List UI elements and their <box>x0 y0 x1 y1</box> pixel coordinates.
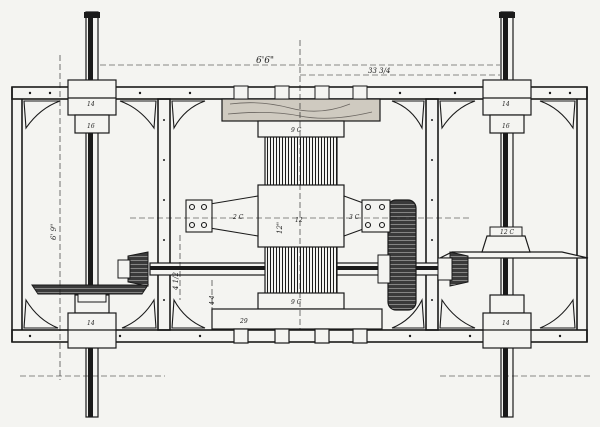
left-arm <box>185 195 259 237</box>
right-bottom-bearing <box>482 294 532 349</box>
left-bevel-pinion <box>117 251 149 287</box>
dimension-lines <box>20 40 590 380</box>
dim-vertical-left: 6' 9" <box>50 224 58 240</box>
frame-rivets <box>28 91 572 338</box>
label-center-base: 9 C <box>291 299 302 306</box>
right-bevel-pinion <box>437 251 469 287</box>
dim-shaft-offset: 4 1/2 <box>172 272 180 291</box>
label-right-bottom-bearing: 14 <box>502 320 510 327</box>
dim-foot-label: 29 <box>239 318 248 325</box>
left-vertical-shaft <box>84 11 100 418</box>
left-bevel-disc <box>31 284 149 303</box>
right-vertical-shaft <box>499 11 515 418</box>
column-cap <box>257 120 345 138</box>
dim-half-width: 33 3/4 <box>368 67 390 75</box>
wood-beam <box>221 85 381 122</box>
label-right-top-bearing-b: 16 <box>502 123 510 130</box>
label-left-bottom-bearing: 14 <box>87 320 95 327</box>
label-arm-right: 3 C <box>349 214 360 221</box>
right-bevel-disc <box>439 226 589 259</box>
dim-small-arm: 4 4 <box>209 295 216 306</box>
label-right-bevel-hub: 12 C <box>500 229 515 236</box>
right-top-bearing <box>482 79 532 134</box>
dim-column-height: 12" <box>276 222 284 234</box>
label-left-top-bearing-b: 16 <box>87 123 95 130</box>
dim-overall-width: 6'6" <box>256 56 274 66</box>
label-center-cap: 9 C <box>291 127 302 134</box>
label-arm-left: 2 C <box>232 214 244 221</box>
label-right-top-bearing: 14 <box>502 101 510 108</box>
spur-gear <box>377 199 417 311</box>
label-left-top-bearing: 14 <box>87 101 95 108</box>
label-hub: 12 <box>295 217 303 224</box>
left-top-bearing <box>67 79 117 134</box>
right-arm <box>343 195 391 237</box>
central-hub <box>257 184 345 248</box>
